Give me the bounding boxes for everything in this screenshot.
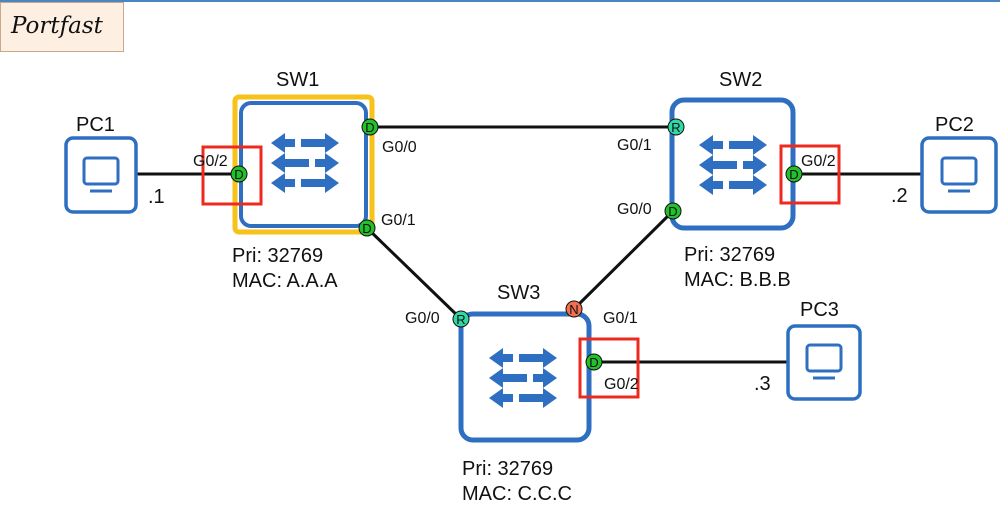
sw1-name: SW1 xyxy=(276,69,319,91)
sw3-priority: Pri: 32769 xyxy=(462,458,553,480)
pc1[interactable] xyxy=(64,136,138,214)
sw3-g00-port[interactable]: R xyxy=(452,310,470,328)
sw3-g01-port[interactable]: N xyxy=(565,300,583,318)
switch-arrows-icon xyxy=(699,135,767,195)
port-role: D xyxy=(362,221,371,236)
monitor-icon xyxy=(940,156,978,193)
sw1-g01-port[interactable]: D xyxy=(358,219,376,237)
switch-sw3[interactable] xyxy=(458,311,592,443)
sw3-g00-label: G0/0 xyxy=(405,310,440,327)
port-role: D xyxy=(365,120,374,135)
sw2-g00-label: G0/0 xyxy=(617,201,652,218)
pc1-name: PC1 xyxy=(76,114,115,136)
sw3-g02-port[interactable]: D xyxy=(585,353,603,371)
port-role: D xyxy=(589,355,598,370)
port-role: D xyxy=(234,167,243,182)
top-accent-line xyxy=(0,0,1000,2)
switch-sw2[interactable] xyxy=(669,97,796,231)
sw3-g02-label: G0/2 xyxy=(604,376,639,393)
pc3-ip: .3 xyxy=(754,373,771,395)
port-role: D xyxy=(789,167,798,182)
sw2-priority: Pri: 32769 xyxy=(684,244,775,266)
sw2-g01-port[interactable]: R xyxy=(667,118,685,136)
diagram-title: Portfast xyxy=(11,13,103,39)
root-bridge-highlight xyxy=(232,94,375,235)
sw2-g01-label: G0/1 xyxy=(617,137,652,154)
sw1-g02-port[interactable]: D xyxy=(230,165,248,183)
sw3-name: SW3 xyxy=(497,282,540,304)
switch-arrows-icon xyxy=(489,348,557,408)
port-role: N xyxy=(569,302,578,317)
switch-sw1[interactable] xyxy=(232,94,375,235)
sw1-g02-label: G0/2 xyxy=(193,153,228,170)
sw2-g02-port[interactable]: D xyxy=(785,165,803,183)
port-role: R xyxy=(456,312,465,327)
pc2-ip: .2 xyxy=(891,185,908,207)
pc1-ip: .1 xyxy=(148,186,165,208)
sw2-g00-port[interactable]: D xyxy=(664,202,682,220)
sw2-mac: MAC: B.B.B xyxy=(684,269,791,291)
portfast-highlight-sw3 xyxy=(578,337,640,399)
pc2[interactable] xyxy=(920,136,998,214)
pc-body xyxy=(64,136,138,214)
sw1-g00-label: G0/0 xyxy=(382,139,417,156)
pc3-name: PC3 xyxy=(800,299,839,321)
portfast-highlight-sw1 xyxy=(201,145,263,206)
link-sw2-sw3 xyxy=(572,209,675,311)
pc-body xyxy=(786,324,862,401)
sw3-mac: MAC: C.C.C xyxy=(462,483,572,505)
sw1-g01-label: G0/1 xyxy=(381,212,416,229)
port-role: R xyxy=(671,120,680,135)
monitor-icon xyxy=(82,156,120,193)
port-role: D xyxy=(668,204,677,219)
pc3[interactable] xyxy=(786,324,862,401)
sw1-mac: MAC: A.A.A xyxy=(232,270,338,292)
sw2-name: SW2 xyxy=(719,69,762,91)
title-box: Portfast xyxy=(0,2,124,52)
sw1-g00-port[interactable]: D xyxy=(361,118,379,136)
portfast-highlight-sw2 xyxy=(779,144,841,205)
sw2-g02-label: G0/2 xyxy=(801,153,836,170)
sw3-g01-label: G0/1 xyxy=(603,310,638,327)
pc-body xyxy=(920,136,998,214)
pc2-name: PC2 xyxy=(935,114,974,136)
sw1-priority: Pri: 32769 xyxy=(232,245,323,267)
switch-arrows-icon xyxy=(271,133,339,193)
link-sw1-sw3 xyxy=(365,226,463,321)
monitor-icon xyxy=(805,343,843,380)
